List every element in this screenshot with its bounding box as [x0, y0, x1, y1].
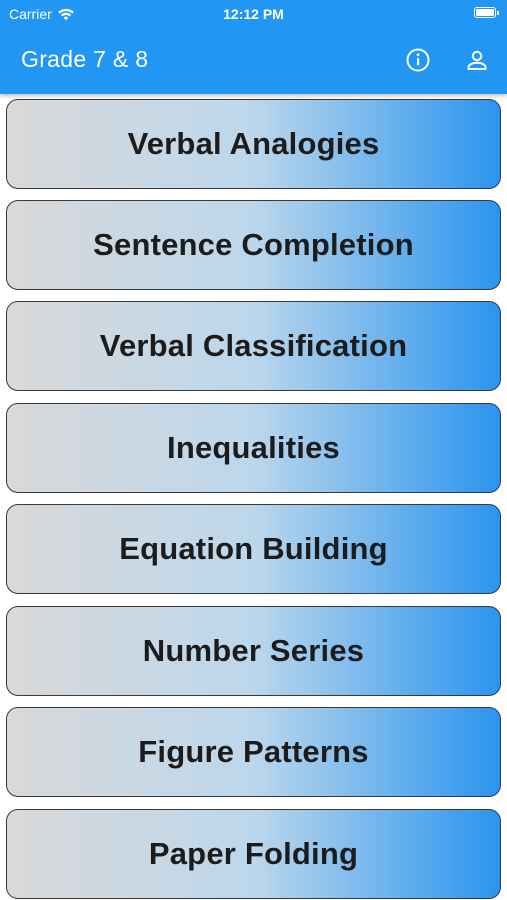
- app-bar: Carrier 12:12 PM Grade 7 & 8: [0, 0, 507, 94]
- topic-label: Inequalities: [167, 430, 340, 465]
- topic-button-verbal-classification[interactable]: Verbal Classification: [6, 301, 501, 391]
- topic-button-sentence-completion[interactable]: Sentence Completion: [6, 200, 501, 290]
- topic-label: Verbal Classification: [99, 328, 408, 363]
- person-icon: [467, 50, 487, 70]
- info-circle-icon: [406, 48, 430, 72]
- status-time: 12:12 PM: [223, 6, 284, 22]
- info-button[interactable]: [404, 46, 432, 74]
- wifi-icon: [57, 8, 74, 21]
- topic-button-equation-building[interactable]: Equation Building: [6, 504, 501, 594]
- topic-button-number-series[interactable]: Number Series: [6, 606, 501, 696]
- topic-label: Figure Patterns: [138, 734, 369, 769]
- carrier-indicator: Carrier: [9, 6, 75, 22]
- topic-button-paper-folding[interactable]: Paper Folding: [6, 809, 501, 899]
- topic-label: Number Series: [142, 633, 365, 668]
- topic-label: Verbal Analogies: [127, 126, 380, 161]
- topic-label: Paper Folding: [148, 836, 359, 871]
- topic-button-inequalities[interactable]: Inequalities: [6, 403, 501, 493]
- topic-button-figure-patterns[interactable]: Figure Patterns: [6, 707, 501, 797]
- profile-button[interactable]: [463, 46, 491, 74]
- topic-button-verbal-analogies[interactable]: Verbal Analogies: [6, 99, 501, 189]
- battery-icon: [474, 7, 499, 18]
- carrier-label: Carrier: [9, 6, 52, 22]
- page-title: Grade 7 & 8: [21, 46, 149, 72]
- topic-label: Equation Building: [119, 531, 388, 566]
- topic-label: Sentence Completion: [93, 227, 414, 262]
- status-bar: Carrier 12:12 PM: [0, 0, 507, 28]
